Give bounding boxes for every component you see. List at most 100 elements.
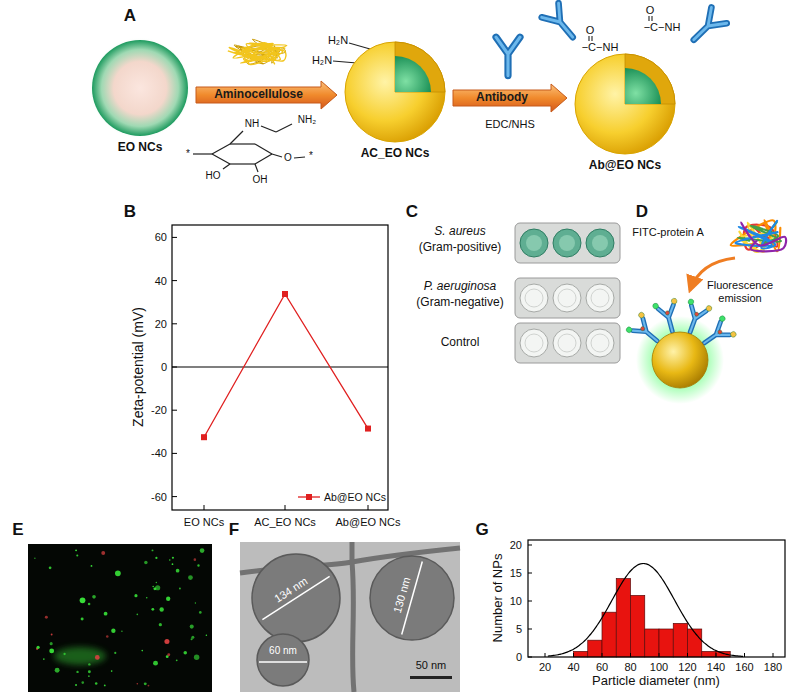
- antibody: [652, 303, 659, 310]
- size-histogram: [773, 653, 774, 657]
- fluorescence-image: [206, 635, 207, 636]
- antibody: [717, 329, 723, 335]
- size-histogram: [659, 653, 660, 657]
- antibody: [686, 7, 727, 47]
- process-arrow: [453, 84, 567, 112]
- antibody: [683, 305, 707, 335]
- fluorescence-image: [194, 558, 197, 561]
- size-label: 60 nm: [269, 645, 297, 657]
- fluorescence-image: [104, 612, 108, 616]
- emission-label: Fluorescence emission: [699, 279, 781, 304]
- size-histogram: [528, 540, 785, 657]
- fluorescence-image: [152, 586, 154, 588]
- chemical-structure: [272, 154, 282, 157]
- chemical-structure: [230, 131, 243, 144]
- particle-shape: [345, 42, 445, 142]
- size-histogram: [588, 640, 602, 657]
- fluorescence-image: [88, 675, 90, 677]
- bond-lines: [591, 36, 592, 41]
- fluorescence-image: [172, 563, 174, 565]
- size-histogram: [528, 657, 532, 658]
- antibody: [683, 305, 707, 335]
- tem-image: [257, 634, 309, 686]
- well-plates: [591, 334, 609, 352]
- antibody: [496, 37, 520, 75]
- chemical-structure: [193, 153, 212, 154]
- chemical-structure: [294, 157, 305, 158]
- well-plates: [520, 284, 548, 312]
- bond-lines: [349, 43, 370, 49]
- panel-letter: F: [229, 520, 239, 540]
- well-plates: [592, 235, 608, 251]
- tick-label: 60: [596, 661, 608, 674]
- sample-label: Control: [441, 336, 480, 350]
- tick-label: 80: [624, 661, 636, 674]
- size-label: 130 nm: [391, 576, 413, 615]
- fluorescence-image: [111, 628, 115, 632]
- fluorescence-image: [88, 603, 91, 606]
- panel-letter: G: [475, 520, 488, 540]
- fluorescence-image: [28, 544, 212, 692]
- tem-image: [352, 542, 354, 692]
- fluorescence-image: [111, 670, 113, 672]
- size-histogram: [548, 564, 743, 657]
- atom-label: HO: [206, 170, 221, 182]
- fluorescence-image: [75, 549, 77, 551]
- fluorescence-image: [159, 607, 163, 611]
- fluorescence-image: [50, 642, 53, 645]
- fluorescence-image: [141, 650, 143, 652]
- category-label: Ab@EO NCs: [336, 516, 401, 529]
- antibody: [687, 298, 694, 305]
- size-histogram: [574, 651, 588, 657]
- fluorescence-image: [91, 565, 93, 567]
- fluorescence-image: [191, 636, 194, 639]
- fluorescence-image: [63, 653, 65, 655]
- size-histogram: [673, 623, 687, 657]
- chemical-structure: [223, 164, 230, 169]
- well-plates: [520, 329, 548, 357]
- particle-shape: [88, 36, 192, 140]
- particle-shape: [571, 50, 679, 158]
- fluorescence-image: [144, 682, 147, 685]
- tick-label: 180: [764, 661, 782, 674]
- tick-label: -20: [151, 404, 167, 417]
- particle-node: Ab@EO NCs: [571, 50, 679, 173]
- fluorescence-image: [92, 595, 96, 599]
- fluorescence-image: [176, 659, 178, 661]
- fluorescence-image: [176, 569, 180, 573]
- panel-letter: C: [406, 202, 418, 222]
- well-plates: [559, 235, 575, 251]
- atom-label: NH₂: [298, 114, 316, 126]
- particle-label: Ab@EO NCs: [589, 159, 661, 173]
- particle-label: AC_EO NCs: [361, 147, 430, 161]
- protein-icon: [731, 220, 781, 251]
- well-plates: [553, 229, 581, 257]
- amide-label: −C−NH: [582, 41, 619, 54]
- well-plates: [586, 329, 614, 357]
- size-histogram: [716, 653, 717, 657]
- well-plates: [525, 289, 543, 307]
- fluorescence-image: [37, 646, 40, 649]
- fluorescence-image: [134, 594, 137, 597]
- fluorescence-image: [45, 616, 48, 619]
- panel-letter: D: [636, 202, 648, 222]
- size-histogram: [744, 653, 745, 657]
- zeta-chart: [172, 453, 177, 454]
- amine-label: H₂N: [328, 34, 348, 47]
- category-label: AC_EO NCs: [254, 516, 316, 529]
- fluorescence-image: [164, 639, 169, 644]
- fluorescence-image: [34, 557, 36, 559]
- particle-shape: [575, 54, 675, 154]
- protein-icon: [731, 220, 786, 252]
- chemical-structure: [230, 143, 255, 144]
- scale-label: 50 nm: [416, 659, 447, 672]
- fluorescence-image: [115, 570, 121, 576]
- fluorescence-image: [151, 608, 154, 611]
- fluorescence-image: [101, 551, 105, 555]
- legend-label: Ab@EO NCs: [324, 491, 386, 503]
- fluorescence-image: [106, 635, 109, 638]
- fluorescence-image: [88, 670, 91, 673]
- panel-letter: A: [124, 6, 136, 26]
- reagent-label: EDC/NHS: [485, 118, 535, 131]
- fluorescence-image: [76, 671, 78, 673]
